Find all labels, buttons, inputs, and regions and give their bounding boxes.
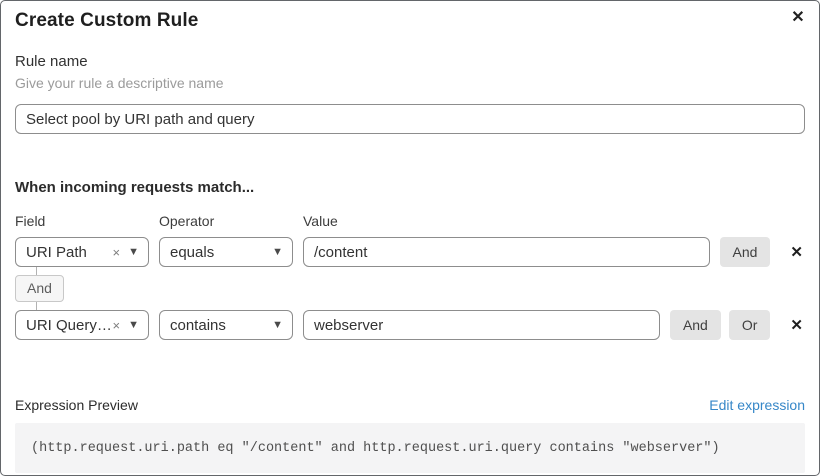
expression-header: Expression Preview Edit expression [15,397,805,413]
dialog-title: Create Custom Rule [15,10,199,31]
and-button[interactable]: And [669,310,721,340]
chevron-down-icon: ▼ [272,319,283,331]
and-button[interactable]: And [719,237,771,267]
rule-name-input[interactable] [15,104,805,134]
value-column-label: Value [303,213,338,229]
operator-column-label: Operator [159,213,215,229]
close-icon[interactable]: ✕ [787,7,809,29]
edit-expression-link[interactable]: Edit expression [709,397,805,413]
operator-select[interactable]: equals ▼ [159,237,293,267]
and-connector-badge: And [15,275,64,302]
matcher-heading: When incoming requests match... [15,179,255,196]
chevron-down-icon: ▼ [128,246,139,258]
chevron-down-icon: ▼ [272,246,283,258]
rule-name-label: Rule name [15,53,88,70]
or-button[interactable]: Or [728,310,771,340]
value-input[interactable] [303,237,710,267]
condition-row-1: URI Path × ▼ equals ▼ And ✕ [15,237,805,267]
field-select-value: URI Path [26,243,87,261]
rule-name-help: Give your rule a descriptive name [15,75,224,91]
field-select-value: URI Query St... [26,316,113,334]
remove-row-icon[interactable]: ✕ [790,317,803,334]
operator-select-value: equals [170,243,215,261]
connector-wrap: And [15,267,805,310]
field-select[interactable]: URI Query St... × ▼ [15,310,149,340]
expression-preview-label: Expression Preview [15,397,138,413]
operator-select[interactable]: contains ▼ [159,310,293,340]
clear-field-icon[interactable]: × [112,317,121,333]
expression-code: (http.request.uri.path eq "/content" and… [15,423,805,473]
field-column-label: Field [15,213,46,229]
clear-field-icon[interactable]: × [112,244,121,260]
value-input[interactable] [303,310,660,340]
field-select[interactable]: URI Path × ▼ [15,237,149,267]
condition-row-2: URI Query St... × ▼ contains ▼ And Or ✕ [15,310,805,340]
matcher-columns: Field Operator Value [15,213,805,229]
chevron-down-icon: ▼ [128,319,139,331]
operator-select-value: contains [170,316,226,334]
remove-row-icon[interactable]: ✕ [790,244,803,261]
